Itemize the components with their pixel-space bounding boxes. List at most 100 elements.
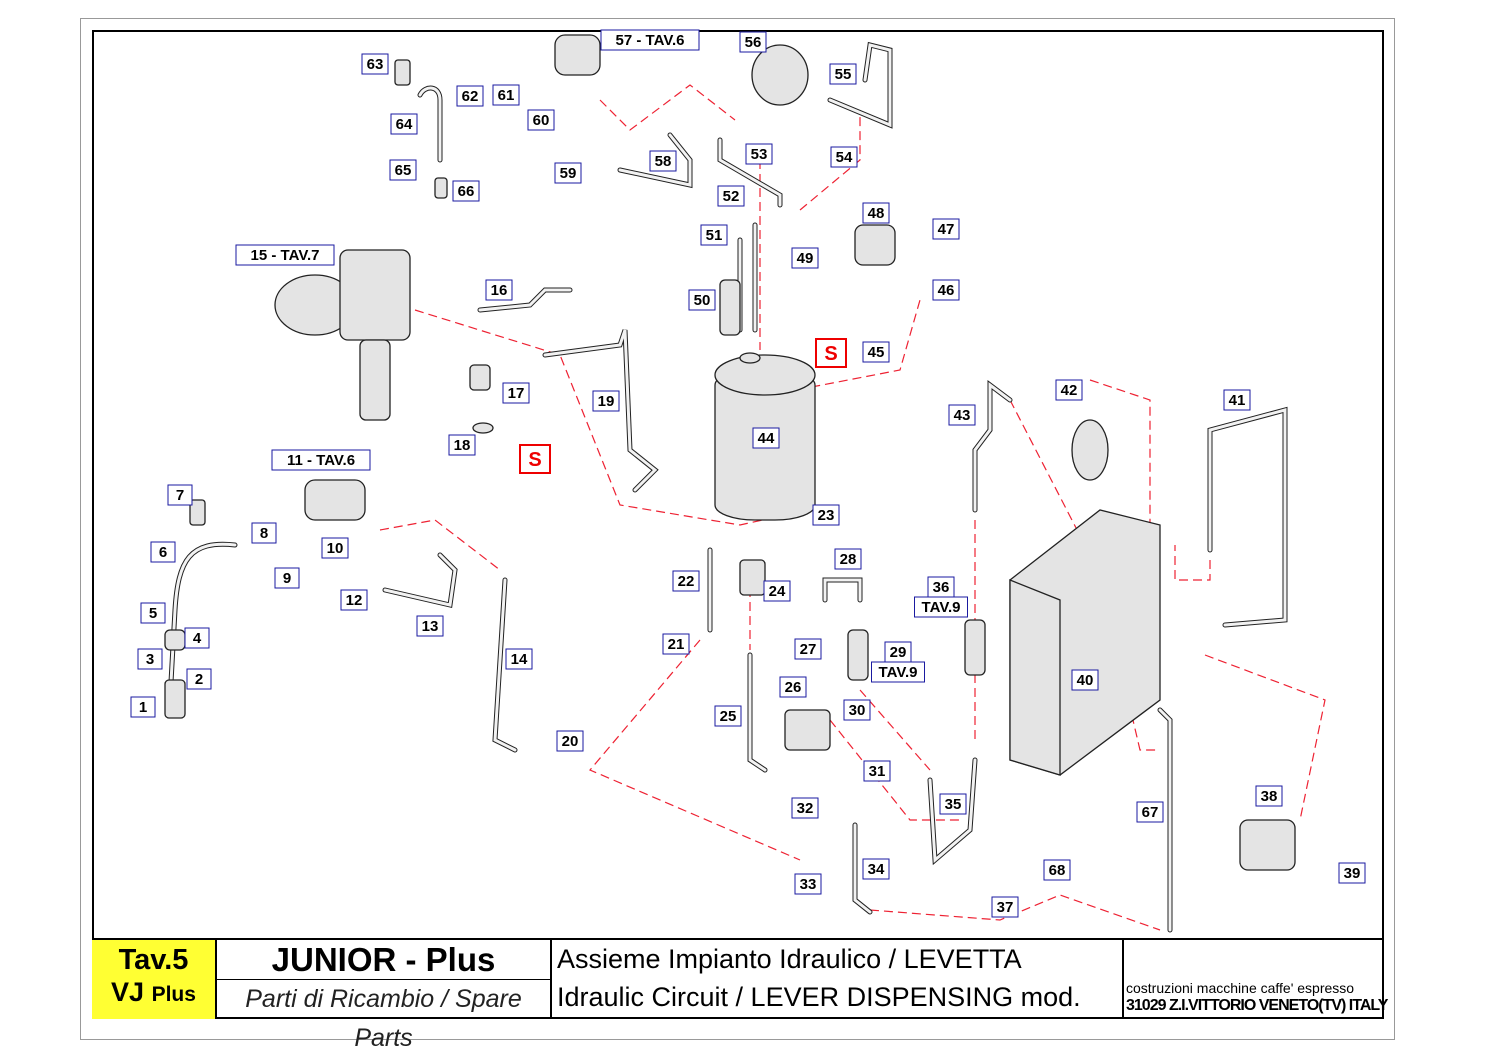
- part-label: 57 - TAV.6: [600, 29, 700, 51]
- part-label: 32: [791, 797, 819, 819]
- part-number: 16: [491, 282, 508, 299]
- part-label: 63: [361, 53, 389, 75]
- part-number: 1: [139, 699, 147, 716]
- label-box: [932, 218, 960, 240]
- part-number: 33: [800, 876, 817, 893]
- label-box: [389, 159, 417, 181]
- label-box: [235, 244, 335, 266]
- part-label: 58: [649, 150, 677, 172]
- part-label: 52: [717, 185, 745, 207]
- part-label: 12: [340, 589, 368, 611]
- part-label: 53: [745, 143, 773, 165]
- part-label: 56: [739, 31, 767, 53]
- part-label: 15 - TAV.7: [235, 244, 335, 266]
- part-number: TAV.9: [922, 599, 961, 616]
- label-box: [862, 858, 890, 880]
- part-label: 51: [700, 224, 728, 246]
- part-label: 44: [752, 427, 780, 449]
- label-box: [448, 434, 476, 456]
- label-box: [492, 84, 520, 106]
- label-box: [662, 633, 690, 655]
- label-box: [1223, 389, 1251, 411]
- part-label: 25: [714, 705, 742, 727]
- part-number: 30: [849, 702, 866, 719]
- part-number: 11 - TAV.6: [287, 452, 355, 469]
- part-label: 8: [251, 522, 277, 544]
- label-box: [863, 760, 891, 782]
- part-label: 39: [1338, 862, 1366, 884]
- label-box: [991, 896, 1019, 918]
- label-box: [1055, 379, 1083, 401]
- part-label: 64: [390, 113, 418, 135]
- label-box: [794, 638, 822, 660]
- part-number: 51: [706, 227, 723, 244]
- label-box: [184, 627, 210, 649]
- part-number: 12: [346, 592, 363, 609]
- label-box: [186, 668, 212, 690]
- label-box: [779, 676, 807, 698]
- part-number: 41: [1229, 392, 1246, 409]
- part-number: 42: [1061, 382, 1078, 399]
- title-block: Tav.5 VJ Plus JUNIOR - Plus Parti di Ric…: [92, 938, 1388, 1052]
- part-number: TAV.9: [879, 664, 918, 681]
- label-box: [321, 537, 349, 559]
- part-label: 43: [948, 404, 976, 426]
- part-label: 33: [794, 873, 822, 895]
- part-label: 29: [884, 641, 912, 663]
- part-number: 2: [195, 671, 203, 688]
- part-label: 62: [456, 85, 484, 107]
- table-number: Tav.5: [118, 944, 189, 976]
- part-number: 65: [395, 162, 412, 179]
- part-label: 60: [527, 109, 555, 131]
- part-number: 24: [769, 583, 786, 600]
- label-box: [137, 648, 163, 670]
- label-box: [752, 427, 780, 449]
- label-box: [700, 224, 728, 246]
- label-box: [649, 150, 677, 172]
- part-number: 54: [836, 149, 853, 166]
- part-label: 22: [672, 570, 700, 592]
- part-label: 28: [834, 548, 862, 570]
- label-box: [939, 793, 967, 815]
- part-label: 27: [794, 638, 822, 660]
- part-number: 64: [396, 116, 413, 133]
- part-number: 39: [1344, 865, 1361, 882]
- sheet-border: [80, 18, 1395, 1040]
- part-label: 5: [140, 602, 166, 624]
- drawing-border: [92, 30, 1384, 1019]
- part-number: 14: [511, 651, 528, 668]
- part-label: 6: [150, 541, 176, 563]
- part-number: 36: [933, 579, 950, 596]
- part-label: 16: [485, 279, 513, 301]
- model-code-suffix: Plus: [151, 983, 196, 1006]
- label-box: [1136, 801, 1164, 823]
- label-box: [271, 449, 371, 471]
- part-number: 17: [508, 385, 525, 402]
- part-number: 52: [723, 188, 740, 205]
- description-cell: Assieme Impianto Idraulico / LEVETTA Idr…: [552, 940, 1124, 1019]
- part-label: TAV.9: [914, 596, 968, 618]
- label-box: [150, 541, 176, 563]
- part-number: 61: [498, 87, 515, 104]
- label-box: [485, 279, 513, 301]
- assembly-lines: [379, 84, 1326, 931]
- part-number: 67: [1142, 804, 1159, 821]
- label-box: [390, 113, 418, 135]
- model-code-text: VJ: [111, 977, 145, 1007]
- part-number: 31: [869, 763, 886, 780]
- part-number: 4: [193, 630, 202, 647]
- part-label: 24: [763, 580, 791, 602]
- label-box: [714, 705, 742, 727]
- part-label: 50: [688, 289, 716, 311]
- part-number: 32: [797, 800, 814, 817]
- part-number: 23: [818, 507, 835, 524]
- part-number: 26: [785, 679, 802, 696]
- part-number: 7: [176, 487, 184, 504]
- label-box: [843, 699, 871, 721]
- label-box: [340, 589, 368, 611]
- part-label: 55: [829, 63, 857, 85]
- description-en: Idraulic Circuit / LEVER DISPENSING mod.: [557, 982, 1081, 1012]
- part-number: 35: [945, 796, 962, 813]
- part-label: 38: [1255, 785, 1283, 807]
- part-label: 46: [932, 279, 960, 301]
